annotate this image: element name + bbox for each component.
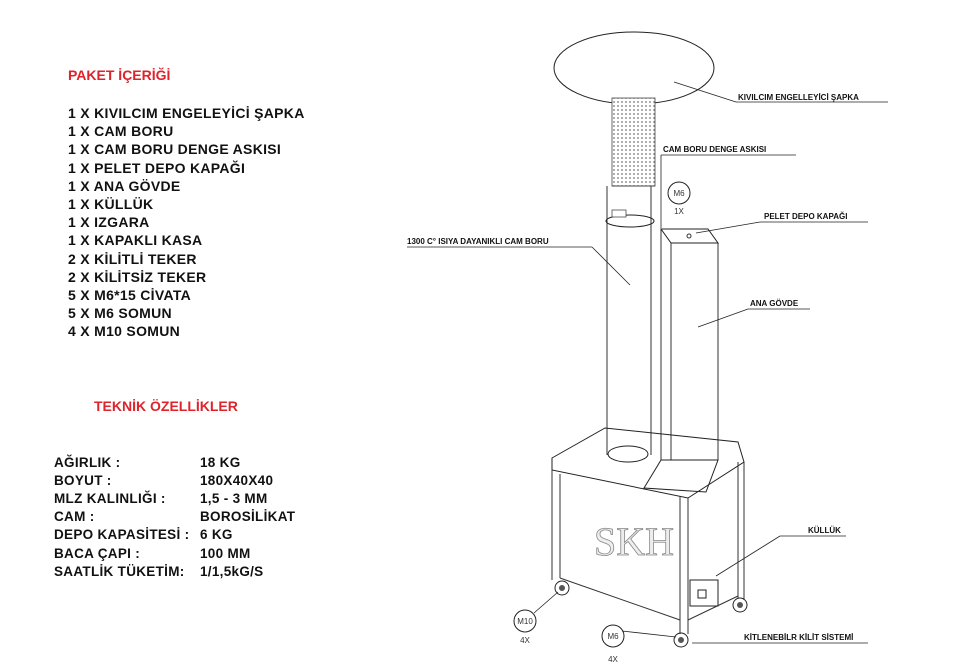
label-main-body: ANA GÖVDE: [750, 299, 799, 308]
list-item: 1 X CAM BORU: [68, 123, 174, 140]
spec-value: 18 KG: [200, 454, 241, 470]
spec-label: DEPO KAPASİTESİ :: [54, 527, 190, 543]
spec-label: BACA ÇAPI :: [54, 545, 141, 561]
spec-row: BOYUT : 180X40X40: [54, 471, 295, 489]
list-item: 1 X KÜLLÜK: [68, 196, 154, 213]
list-item: 2 X KİLİTSİZ TEKER: [68, 268, 207, 285]
package-title: PAKET İÇERİĞİ: [68, 67, 171, 83]
label-lock-system: KİTLENEBİLR KİLİT SİSTEMİ: [744, 633, 853, 642]
main-body: [643, 228, 719, 493]
label-glass-pipe: 1300 C° ISIYA DAYANIKLI CAM BORU: [407, 237, 549, 246]
m6-top-qty: 1X: [674, 207, 684, 216]
list-item: 5 X M6*15 CİVATA: [68, 287, 192, 304]
spec-row: BACA ÇAPI : 100 MM: [54, 544, 295, 562]
m10-qty: 4X: [520, 636, 530, 645]
list-item: 1 X CAM BORU DENGE ASKISI: [68, 141, 282, 158]
spec-row: DEPO KAPASİTESİ : 6 KG: [54, 526, 295, 544]
spec-value: BOROSİLİKAT: [200, 509, 296, 525]
spec-row: SAATLİK TÜKETİM: 1/1,5kG/S: [54, 562, 295, 580]
m6-bottom-callout: M6: [607, 632, 619, 641]
list-item: 5 X M6 SOMUN: [68, 305, 172, 322]
spec-row: AĞIRLIK : 18 KG: [54, 453, 295, 471]
label-ash-tray: KÜLLÜK: [808, 526, 841, 535]
spec-row: CAM : BOROSİLİKAT: [54, 508, 295, 526]
spec-value: 180X40X40: [200, 472, 274, 488]
leader-lines: [407, 81, 888, 644]
spec-label: AĞIRLIK :: [54, 454, 121, 470]
spec-value: 100 MM: [200, 545, 251, 561]
label-spark-hat: KIVILCIM ENGELLEYİCİ ŞAPKA: [738, 93, 859, 102]
list-item: 1 X PELET DEPO KAPAĞI: [68, 159, 246, 176]
spec-label: CAM :: [54, 509, 95, 525]
m6-bottom-qty: 4X: [608, 655, 618, 664]
spec-value: 6 KG: [200, 527, 233, 543]
specs-table: AĞIRLIK : 18 KG BOYUT : 180X40X40 MLZ KA…: [54, 453, 295, 580]
cabinet: SKH: [551, 427, 745, 634]
list-item: 1 X IZGARA: [68, 214, 150, 231]
list-item: 1 X KIVILCIM ENGELEYİCİ ŞAPKA: [68, 105, 305, 121]
wheels: [554, 580, 748, 648]
spec-label: SAATLİK TÜKETİM:: [54, 563, 185, 579]
label-pellet-lid: PELET DEPO KAPAĞI: [764, 212, 847, 221]
list-item: 2 X KİLİTLİ TEKER: [68, 250, 197, 267]
m6-top-callout: M6: [673, 189, 685, 198]
spark-hat: [553, 31, 715, 187]
label-glass-hanger: CAM BORU DENGE ASKISI: [663, 145, 766, 154]
glass-pipe: [605, 186, 655, 455]
specs-title: TEKNİK ÖZELLİKLER: [94, 398, 238, 414]
list-item: 1 X ANA GÖVDE: [68, 177, 181, 194]
spec-label: BOYUT :: [54, 472, 112, 488]
spec-label: MLZ KALINLIĞI :: [54, 490, 166, 506]
skh-logo: SKH: [594, 519, 674, 564]
list-item: 1 X KAPAKLI KASA: [68, 232, 203, 249]
bolt-callouts: M6 1X M10 4X M6 4X: [513, 181, 691, 664]
spec-row: MLZ KALINLIĞI : 1,5 - 3 MM: [54, 489, 295, 507]
spec-value: 1,5 - 3 MM: [200, 490, 268, 506]
package-list: 1 X KIVILCIM ENGELEYİCİ ŞAPKA 1 X CAM BO…: [68, 104, 305, 341]
spec-value: 1/1,5kG/S: [200, 563, 264, 579]
list-item: 4 X M10 SOMUN: [68, 323, 181, 340]
m10-callout: M10: [517, 617, 533, 626]
